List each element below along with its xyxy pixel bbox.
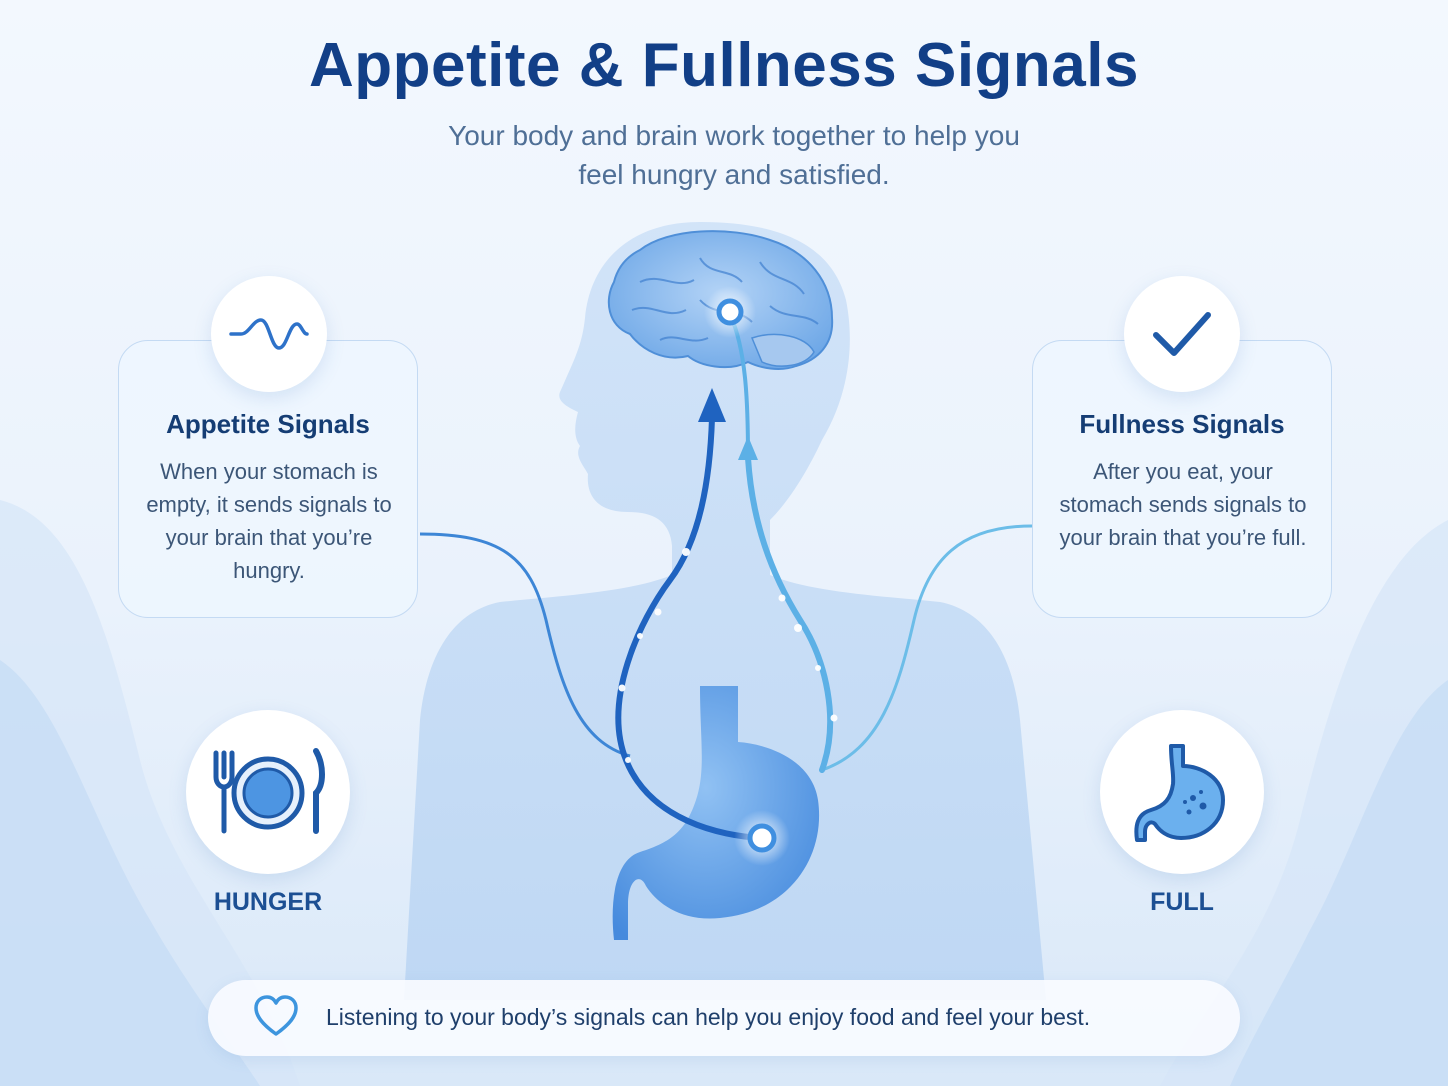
hunger-arrow-head — [698, 388, 726, 422]
page-subtitle: Your body and brain work together to hel… — [448, 120, 1020, 190]
fullness-signals-card: Fullness Signals After you eat, your sto… — [1032, 340, 1332, 618]
background-wave-left-2 — [0, 660, 260, 1086]
hunger-label: HUNGER — [213, 888, 323, 916]
brain-signal-node — [716, 298, 744, 326]
stomach-icon — [612, 686, 820, 940]
fullness-arrow-head — [738, 436, 758, 460]
checkmark-icon — [1124, 276, 1240, 392]
background-wave-right-2 — [1230, 680, 1448, 1086]
plate-fork-knife-icon — [186, 710, 350, 874]
fullness-signals-heading: Fullness Signals — [1079, 409, 1285, 439]
footer-message-bar: Listening to your body’s signals can hel… — [208, 980, 1240, 1056]
appetite-signals-heading: Appetite Signals — [166, 409, 370, 439]
fullness-connector — [821, 524, 1033, 772]
full-stomach-icon — [1100, 710, 1264, 874]
wave-icon — [211, 276, 327, 392]
heart-icon — [252, 994, 300, 1043]
hunger-signal-path — [615, 415, 765, 841]
fullness-signal-path — [745, 455, 834, 773]
human-silhouette — [404, 222, 1046, 1000]
footer-message: Listening to your body’s signals can hel… — [326, 1004, 1091, 1030]
page-title: Appetite & Fullness Signals — [309, 31, 1139, 100]
fullness-signals-text: After you eat, your stomach sends signal… — [1059, 459, 1307, 550]
appetite-signals-text: When your stomach is empty, it sends sig… — [146, 459, 392, 583]
appetite-connector — [419, 532, 631, 758]
full-label: FULL — [1150, 888, 1214, 916]
stomach-signal-node — [747, 823, 777, 853]
